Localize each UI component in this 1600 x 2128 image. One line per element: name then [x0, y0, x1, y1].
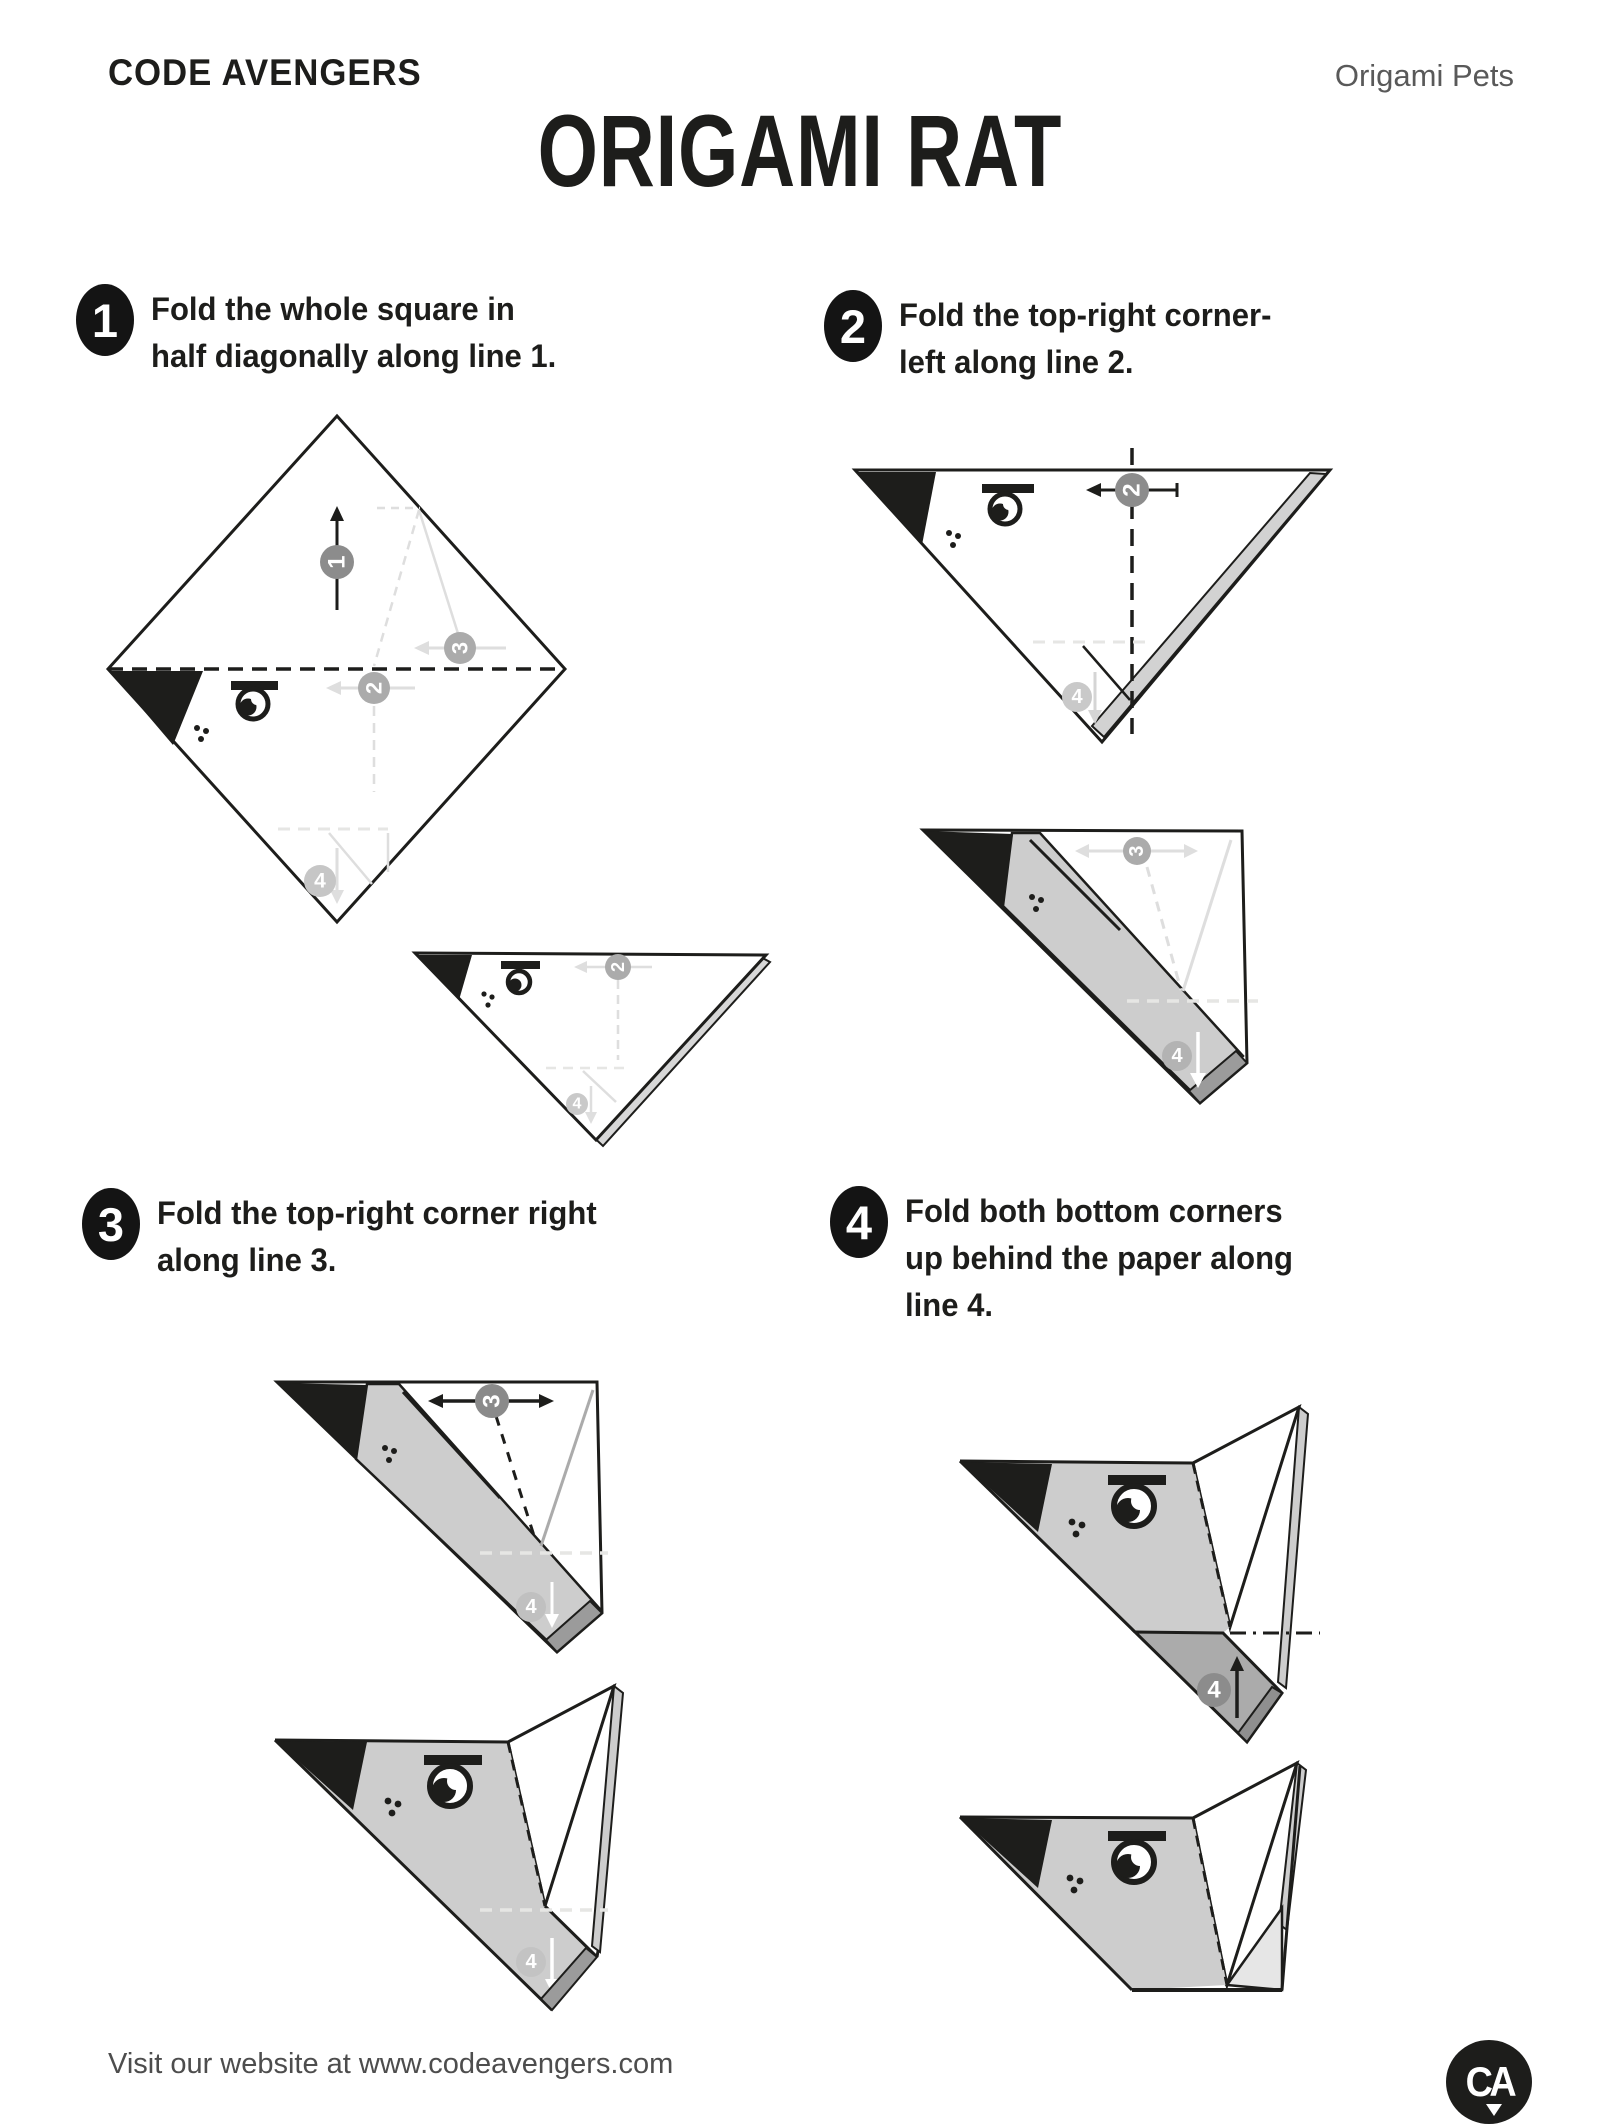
fold-line-3-label: 3	[444, 632, 476, 664]
step2-diagram: 2 4	[851, 448, 1334, 745]
svg-text:3: 3	[479, 1394, 506, 1407]
rat-nose	[961, 1818, 1052, 1888]
rat-whiskers	[481, 991, 495, 1008]
rat-whiskers	[194, 725, 209, 742]
step2-result-diagram: 3 4	[919, 828, 1258, 1106]
rat-eye	[501, 961, 540, 996]
svg-text:3: 3	[1126, 845, 1148, 856]
step1-diagram: 1 2 3 4	[105, 413, 568, 925]
svg-text:4: 4	[1071, 686, 1083, 708]
svg-text:4: 4	[1171, 1045, 1183, 1067]
step-2: 2 Fold the top-right corner- left along …	[824, 290, 1283, 386]
fold-line-4-label: 4	[1197, 1673, 1231, 1707]
step4-result-diagram	[958, 1759, 1308, 1992]
svg-text:4: 4	[573, 1096, 582, 1113]
rat-nose	[924, 831, 1013, 909]
step-1-badge: 1	[76, 284, 134, 356]
rat-face	[275, 1740, 597, 2010]
rat-whiskers	[1066, 1874, 1084, 1894]
svg-text:4: 4	[1207, 1677, 1221, 1704]
rat-eye	[231, 681, 278, 722]
fold-line-2-label: 2	[1115, 473, 1149, 507]
step-4: 4 Fold both bottom corners up behind the…	[830, 1186, 1305, 1329]
brand-logo-text: CODE AVENGERS	[108, 52, 422, 93]
step3-result-diagram: 4	[273, 1682, 625, 2012]
step-3-instruction: Fold the top-right corner right along li…	[157, 1195, 597, 1278]
fold-line-4-label: 4	[304, 865, 336, 897]
rat-nose	[278, 1383, 367, 1459]
rat-nose	[276, 1741, 367, 1810]
fold-line-4-label: 4	[1162, 1041, 1192, 1071]
step-3-badge: 3	[82, 1188, 140, 1260]
rat-whiskers	[1068, 1518, 1086, 1538]
step4-diagram: 4	[958, 1403, 1320, 1745]
logo-speech-tail	[1486, 2104, 1502, 2116]
rat-nose	[417, 955, 472, 1000]
step-3: 3 Fold the top-right corner right along …	[82, 1188, 610, 1284]
code-avengers-logo: CA	[1446, 2040, 1532, 2124]
fold-line-4-label: 4	[516, 1947, 546, 1977]
svg-text:4: 4	[525, 1596, 537, 1618]
step-1-instruction: Fold the whole square in half diagonally…	[151, 291, 557, 374]
step1-result-diagram: 2 4	[411, 951, 772, 1148]
fold-line-2-label: 2	[605, 954, 631, 980]
svg-text:4: 4	[314, 870, 326, 893]
svg-text:4: 4	[525, 1951, 537, 1973]
page-title: ORIGAMI RAT	[537, 93, 1063, 209]
fold-line-2-label: 2	[358, 672, 390, 704]
fold-line-4-label: 4	[566, 1093, 588, 1115]
logo-monogram: CA	[1465, 2058, 1516, 2105]
step3-diagram: 3 4	[273, 1380, 608, 1655]
rat-eye	[1108, 1475, 1166, 1529]
step-2-badge: 2	[824, 290, 882, 362]
fold-line-4-label: 4	[1062, 682, 1092, 712]
svg-text:1: 1	[324, 555, 351, 568]
step-4-instruction: Fold both bottom corners up behind the p…	[905, 1193, 1293, 1323]
rat-whiskers	[384, 1797, 402, 1817]
fold-line-1-label: 1	[320, 545, 354, 579]
step-1: 1 Fold the whole square in half diagonal…	[76, 284, 569, 380]
rat-eye	[424, 1755, 482, 1809]
rat-nose	[857, 472, 936, 545]
rat-whiskers	[946, 530, 961, 548]
rat-nose	[961, 1462, 1052, 1532]
svg-text:2: 2	[362, 682, 387, 694]
rat-nose	[110, 671, 203, 745]
fold-line-3-label: 3	[1123, 837, 1151, 865]
rat-whiskers	[1029, 894, 1044, 912]
rat-eye	[1108, 1831, 1166, 1885]
svg-text:2: 2	[1119, 483, 1146, 496]
footer-website-text: Visit our website at www.codeavengers.co…	[108, 2048, 674, 2080]
rat-eye	[982, 484, 1034, 527]
step-4-badge: 4	[830, 1186, 888, 1258]
svg-text:3: 3	[448, 642, 473, 654]
step-2-instruction: Fold the top-right corner- left along li…	[899, 297, 1272, 380]
rat-whiskers	[382, 1445, 397, 1463]
collection-label: Origami Pets	[1334, 58, 1514, 93]
fold-line-4-label: 4	[516, 1592, 546, 1622]
svg-text:2: 2	[608, 962, 628, 972]
fold-line-3-label: 3	[475, 1384, 509, 1418]
